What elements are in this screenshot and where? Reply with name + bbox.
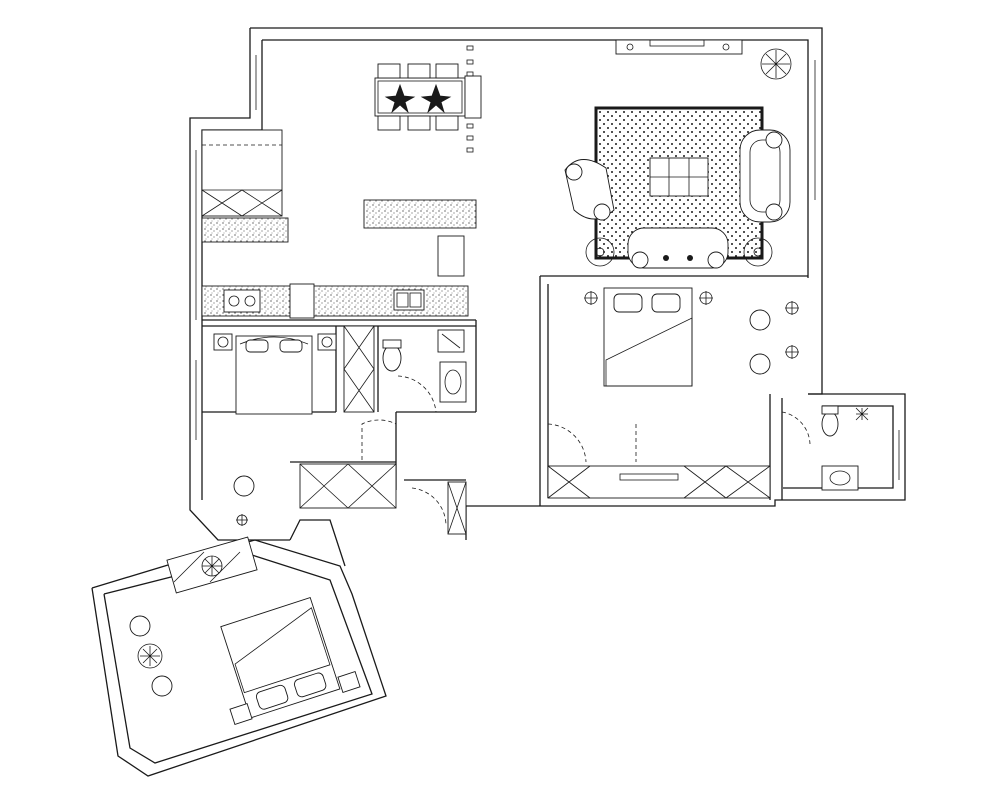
- vanity-stools: [749, 301, 799, 375]
- bedroom-2: [129, 536, 361, 725]
- bathroom-1: [382, 329, 467, 413]
- corridor: [233, 463, 467, 535]
- stool-icon: [233, 475, 255, 526]
- wall-dash-marks: [466, 45, 474, 153]
- bedroom-1: [213, 325, 397, 460]
- sink-icon: [393, 289, 425, 311]
- door-master: [547, 423, 637, 463]
- tv-cabinet: [615, 39, 743, 55]
- nightstand-icon: [584, 291, 713, 305]
- bed-2: [220, 597, 341, 719]
- sofa-bottom: [627, 227, 729, 269]
- lounge-set: [129, 615, 173, 697]
- kitchen-appliance: [289, 283, 315, 319]
- armchair-left: [564, 159, 615, 221]
- counter-left: [201, 217, 289, 243]
- wardrobe-corridor: [447, 481, 467, 535]
- nightstand-icon: [213, 333, 337, 351]
- shower-icon: [855, 407, 869, 421]
- sofa-right: [739, 129, 791, 223]
- counter-upper: [363, 199, 477, 229]
- dining-area: [374, 45, 482, 153]
- table-centerpiece-icon: [384, 83, 452, 114]
- washbasin-icon: [439, 361, 467, 403]
- kitchen-cabinet: [201, 129, 283, 217]
- living-room: [564, 39, 792, 269]
- refrigerator: [437, 235, 465, 277]
- bed-1: [235, 335, 313, 415]
- nightstand-icon: [229, 671, 361, 725]
- door-entry: [411, 487, 447, 527]
- side-lamp-icon: [585, 237, 773, 267]
- kitchen: [201, 129, 477, 319]
- dining-bench: [464, 75, 482, 119]
- coffee-table: [649, 157, 709, 197]
- toilet-icon: [821, 405, 839, 437]
- master-bedroom: [547, 287, 799, 499]
- master-bed: [603, 287, 693, 387]
- wardrobe-1: [343, 325, 375, 413]
- door-bathroom-1: [397, 375, 437, 413]
- dining-chairs: [377, 63, 459, 131]
- washbasin-icon: [821, 465, 859, 491]
- door-bathroom-2: [781, 411, 811, 445]
- shower-stall: [437, 329, 465, 353]
- bathroom-2: [781, 405, 869, 491]
- toilet-icon: [382, 339, 402, 372]
- door-bedroom-1: [361, 419, 397, 460]
- shoe-cabinet: [299, 463, 397, 509]
- wardrobe-master: [547, 465, 771, 499]
- plant-icon: [760, 48, 792, 80]
- plant-icon: [201, 555, 223, 577]
- stove-icon: [223, 289, 261, 313]
